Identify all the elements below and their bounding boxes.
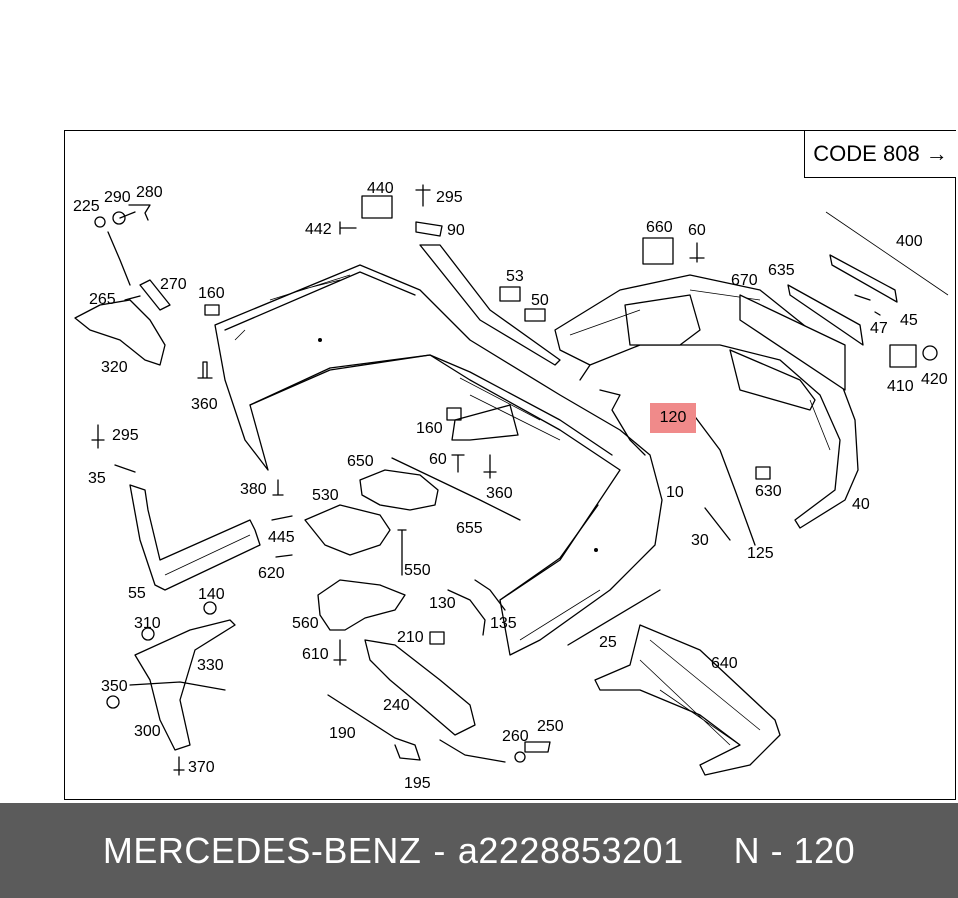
callout-160-mid: 160 [416, 420, 443, 437]
callout-650: 650 [347, 453, 374, 470]
code-label: CODE 808 [813, 141, 920, 166]
callout-360-mid: 360 [486, 485, 513, 502]
reflector-650-drawing [359, 469, 439, 511]
right-arrow-icon: → [925, 141, 948, 166]
callout-560: 560 [292, 615, 319, 632]
part-number: a2228853201 [457, 829, 684, 871]
callout-240: 240 [383, 697, 410, 714]
callout-380: 380 [240, 481, 267, 498]
callout-190: 190 [329, 725, 356, 742]
bracket-55-drawing [129, 484, 261, 591]
callout-280: 280 [136, 184, 163, 201]
callout-270: 270 [160, 276, 187, 293]
callout-295-left: 295 [112, 427, 139, 444]
callout-400: 400 [896, 233, 923, 250]
callout-550: 550 [404, 562, 431, 579]
position-number: N - 120 [733, 829, 856, 871]
callout-140: 140 [198, 586, 225, 603]
callout-30: 30 [691, 532, 709, 549]
callout-55: 55 [128, 585, 146, 602]
diffuser-drawing [554, 274, 859, 529]
callout-265: 265 [89, 291, 116, 308]
lower-diffuser-drawing [594, 624, 781, 776]
callout-labels: 225 290 280 440 295 442 90 660 60 400 27… [73, 180, 948, 792]
callout-40: 40 [852, 496, 870, 513]
callout-47: 47 [870, 320, 888, 337]
bracket-320-drawing [74, 299, 166, 366]
callout-195: 195 [404, 775, 431, 792]
callout-420: 420 [921, 371, 948, 388]
callout-635: 635 [768, 262, 795, 279]
callout-50: 50 [531, 292, 549, 309]
callout-640: 640 [711, 655, 738, 672]
bracket-240-drawing [364, 639, 476, 736]
callout-160-top: 160 [198, 285, 225, 302]
brand-name: MERCEDES-BENZ [102, 829, 422, 871]
footer-bar: MERCEDES-BENZ - a2228853201 N - 120 [0, 803, 958, 898]
callout-60-top: 60 [688, 222, 706, 239]
callout-90: 90 [447, 222, 465, 239]
callout-260: 260 [502, 728, 529, 745]
bracket-300-drawing [134, 619, 236, 751]
callout-25: 25 [599, 634, 617, 651]
callout-440: 440 [367, 180, 394, 197]
callout-530: 530 [312, 487, 339, 504]
bumper-cover-drawing [214, 264, 663, 656]
callout-410: 410 [887, 378, 914, 395]
callout-10: 10 [666, 484, 684, 501]
callout-135: 135 [490, 615, 517, 632]
callout-655: 655 [456, 520, 483, 537]
callout-320: 320 [101, 359, 128, 376]
callout-250: 250 [537, 718, 564, 735]
callout-53: 53 [506, 268, 524, 285]
callout-45: 45 [900, 312, 918, 329]
trim-strips-drawing [739, 211, 949, 391]
highlighted-part-label: 120 [659, 409, 687, 426]
callout-330: 330 [197, 657, 224, 674]
duct-drawing [304, 504, 406, 631]
callout-295-top: 295 [436, 189, 463, 206]
callout-630: 630 [755, 483, 782, 500]
callout-445: 445 [268, 529, 295, 546]
callout-300: 300 [134, 723, 161, 740]
callout-35: 35 [88, 470, 106, 487]
small-parts-drawing [91, 184, 938, 776]
callout-442: 442 [305, 221, 332, 238]
callout-60-mid: 60 [429, 451, 447, 468]
highlighted-part-120[interactable]: 120 [650, 403, 696, 433]
callout-350: 350 [101, 678, 128, 695]
callout-360-left: 360 [191, 396, 218, 413]
callout-670: 670 [731, 272, 758, 289]
callout-620: 620 [258, 565, 285, 582]
callout-290: 290 [104, 189, 131, 206]
callout-130: 130 [429, 595, 456, 612]
callout-125: 125 [747, 545, 774, 562]
footer-dash: - [433, 829, 446, 871]
callout-225: 225 [73, 198, 100, 215]
code-808-box: CODE 808 → [804, 131, 956, 178]
callout-370: 370 [188, 759, 215, 776]
callout-210: 210 [397, 629, 424, 646]
callout-660: 660 [646, 219, 673, 236]
callout-310: 310 [134, 615, 161, 632]
callout-610: 610 [302, 646, 329, 663]
